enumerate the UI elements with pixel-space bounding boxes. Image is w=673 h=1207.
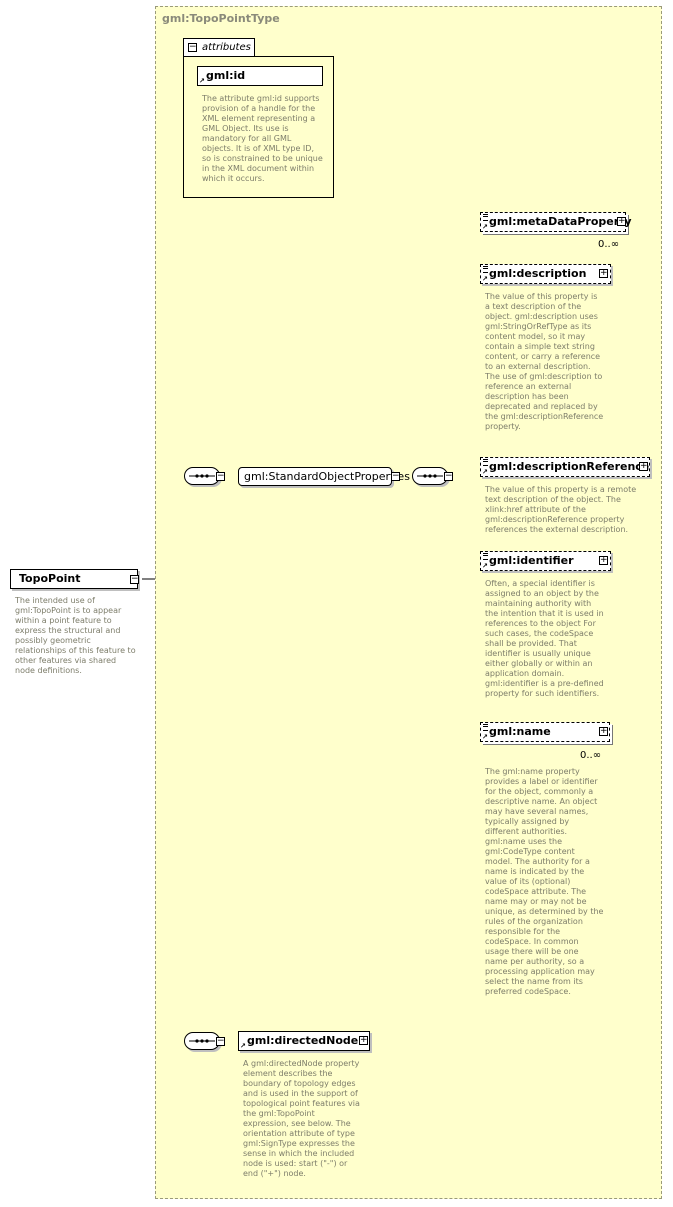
- reference-arrow-icon: ↗: [482, 562, 488, 570]
- expand-icon[interactable]: +: [639, 461, 648, 471]
- reference-arrow-icon: ↗: [482, 275, 488, 283]
- element-label: gml:description: [489, 267, 587, 280]
- root-description: The intended use of gml:TopoPoint is to …: [15, 596, 136, 675]
- attribute-gml-id[interactable]: ↗ gml:id: [197, 66, 323, 86]
- collapse-icon[interactable]: −: [216, 471, 225, 481]
- element-description-text: The value of this property is a remote t…: [485, 485, 637, 534]
- attributes-header-label: attributes: [202, 42, 251, 53]
- collapse-icon[interactable]: −: [188, 42, 197, 52]
- lines-icon: [483, 724, 488, 731]
- element-description-text: A gml:directedNode property element desc…: [243, 1059, 360, 1178]
- sequence-compositor-icon[interactable]: [412, 467, 448, 485]
- expand-icon[interactable]: +: [359, 1035, 368, 1045]
- root-element[interactable]: TopoPoint: [10, 569, 138, 589]
- type-name: gml:TopoPointType: [162, 12, 280, 25]
- attribute-label: gml:id: [206, 69, 246, 82]
- sequence-compositor-icon[interactable]: [184, 1032, 220, 1050]
- lines-icon: [483, 459, 488, 466]
- group-standard-object-properties[interactable]: gml:StandardObjectProperties: [238, 467, 410, 486]
- expand-icon[interactable]: +: [599, 268, 608, 278]
- element-description[interactable]: ↗ gml:description: [480, 264, 611, 284]
- collapse-icon[interactable]: −: [444, 471, 453, 481]
- lines-icon: [483, 553, 488, 560]
- element-description-text: The value of this property is a text des…: [485, 292, 604, 431]
- reference-arrow-icon: ↗: [482, 733, 488, 741]
- element-label: gml:metaDataProperty: [489, 215, 632, 228]
- occurrence-label: 0..∞: [580, 750, 602, 761]
- attribute-description: The attribute gml:id supports provision …: [202, 94, 323, 183]
- expand-icon[interactable]: +: [599, 726, 608, 736]
- element-label: gml:directedNode: [247, 1034, 359, 1047]
- element-identifier[interactable]: ↗ gml:identifier: [480, 551, 611, 571]
- reference-arrow-icon: ↗: [199, 77, 205, 85]
- element-label: gml:descriptionReference: [489, 460, 650, 473]
- collapse-icon[interactable]: −: [216, 1036, 225, 1046]
- expand-icon[interactable]: +: [617, 216, 626, 226]
- element-label: gml:identifier: [489, 554, 574, 567]
- reference-arrow-icon: ↗: [240, 1042, 246, 1050]
- expand-icon[interactable]: +: [599, 555, 608, 565]
- complex-type-box: [155, 6, 662, 1199]
- group-label: gml:StandardObjectProperties: [244, 470, 410, 483]
- element-description-text: Often, a special identifier is assigned …: [485, 579, 604, 698]
- element-description-text: The gml:name property provides a label o…: [485, 767, 604, 996]
- collapse-icon[interactable]: −: [391, 471, 400, 481]
- root-element-label: TopoPoint: [19, 572, 81, 585]
- reference-arrow-icon: ↗: [482, 468, 488, 476]
- reference-arrow-icon: ↗: [482, 223, 488, 231]
- lines-icon: [483, 214, 488, 221]
- element-name[interactable]: ↗ gml:name: [480, 722, 610, 742]
- element-label: gml:name: [489, 725, 551, 738]
- element-descriptionreference[interactable]: ↗ gml:descriptionReference: [480, 457, 650, 477]
- attributes-header[interactable]: − attributes: [183, 38, 255, 56]
- element-metadataproperty[interactable]: ↗ gml:metaDataProperty: [480, 212, 632, 232]
- collapse-icon[interactable]: −: [130, 574, 139, 584]
- occurrence-label: 0..∞: [598, 239, 620, 250]
- element-directednode[interactable]: ↗ gml:directedNode: [238, 1031, 370, 1051]
- sequence-compositor-icon[interactable]: [184, 467, 220, 485]
- lines-icon: [483, 266, 488, 273]
